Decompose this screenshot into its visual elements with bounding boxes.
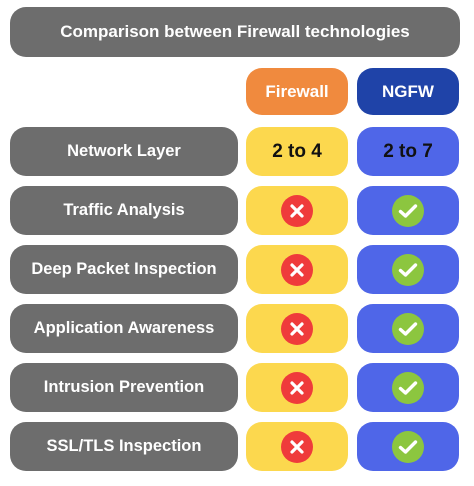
row-label: Intrusion Prevention	[10, 363, 238, 412]
check-icon	[392, 430, 424, 463]
x-icon	[281, 253, 313, 286]
ngfw-cell	[357, 245, 459, 294]
column-header-firewall: Firewall	[246, 68, 348, 115]
row-label: Network Layer	[10, 127, 238, 176]
ngfw-cell	[357, 186, 459, 235]
firewall-layer-value: 2 to 4	[272, 140, 322, 162]
page-title: Comparison between Firewall technologies	[10, 7, 460, 57]
ngfw-cell	[357, 363, 459, 412]
check-icon	[392, 312, 424, 345]
firewall-cell	[246, 363, 348, 412]
ngfw-cell	[357, 304, 459, 353]
ngfw-cell: 2 to 7	[357, 127, 459, 176]
row-label: Application Awareness	[10, 304, 238, 353]
x-icon	[281, 312, 313, 345]
x-icon	[281, 430, 313, 463]
firewall-cell	[246, 304, 348, 353]
ngfw-layer-value: 2 to 7	[383, 140, 433, 162]
row-label: Traffic Analysis	[10, 186, 238, 235]
row-label: Deep Packet Inspection	[10, 245, 238, 294]
check-icon	[392, 371, 424, 404]
row-label: SSL/TLS Inspection	[10, 422, 238, 471]
ngfw-cell	[357, 422, 459, 471]
firewall-cell: 2 to 4	[246, 127, 348, 176]
x-icon	[281, 371, 313, 404]
column-header-ngfw: NGFW	[357, 68, 459, 115]
firewall-cell	[246, 186, 348, 235]
check-icon	[392, 194, 424, 227]
firewall-cell	[246, 245, 348, 294]
x-icon	[281, 194, 313, 227]
firewall-cell	[246, 422, 348, 471]
check-icon	[392, 253, 424, 286]
